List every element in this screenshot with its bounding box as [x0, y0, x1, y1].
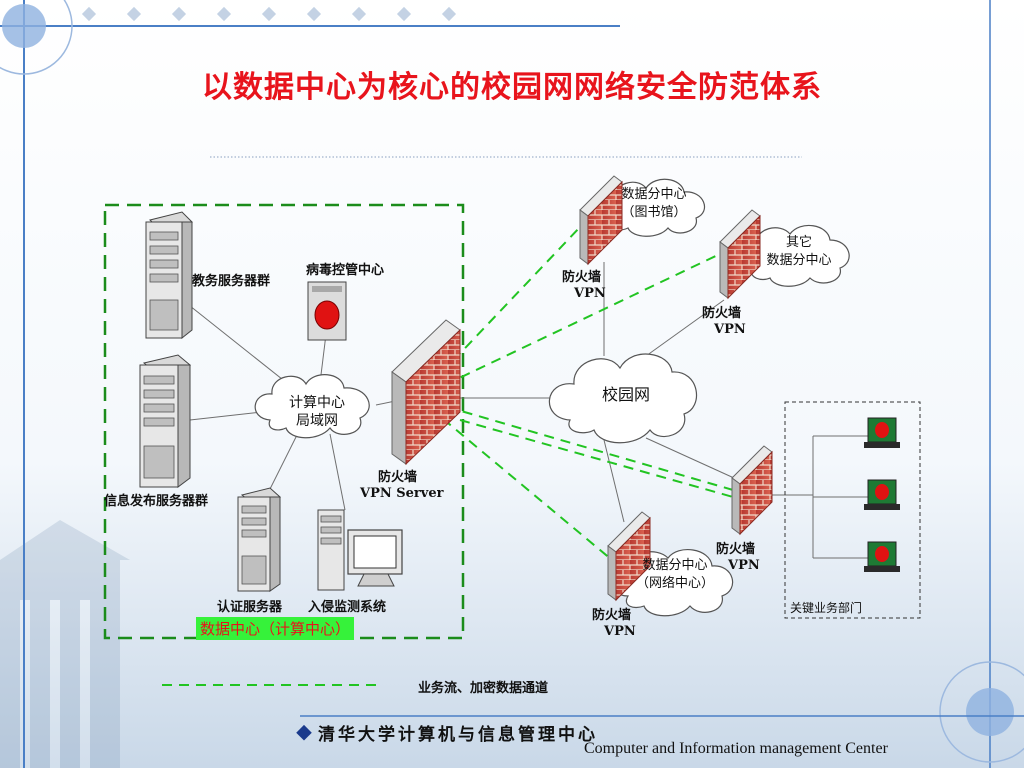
library-firewall-icon — [579, 175, 623, 266]
auth-server-icon — [237, 487, 282, 592]
ids-computer-icon — [317, 509, 403, 591]
main-firewall-label: 防火墙 — [378, 470, 418, 485]
ids-label: 入侵监测系统 — [308, 600, 387, 615]
network-center-label: 数据分中心 （网络中心） — [635, 558, 714, 591]
library-center-label: 数据分中心 （图书馆） — [621, 187, 687, 220]
key-dept-firewall-label: 防火墙 — [716, 542, 756, 557]
auth-server-label: 认证服务器 — [217, 600, 283, 615]
terminal-icon — [864, 479, 900, 510]
terminal-icon — [864, 417, 900, 448]
network-center-firewall-icon — [607, 511, 651, 602]
network-firewall-label: 防火墙 — [592, 608, 632, 623]
info-publish-server-label: 信息发布服务器群 — [104, 494, 209, 509]
key-dept-vpn-label: VPN — [728, 558, 760, 573]
main-firewall-icon — [391, 319, 461, 466]
campus-network-label: 校园网 — [601, 385, 650, 404]
lan-cloud-icon — [254, 374, 370, 439]
library-vpn-label: VPN — [574, 286, 606, 301]
terminal-icon — [864, 541, 900, 572]
slide-title: 以数据中心为核心的校园网网络安全防范体系 — [202, 70, 822, 105]
footer-diamond-icon — [296, 724, 312, 741]
lan-cloud-label: 计算中心 局域网 — [289, 395, 345, 429]
other-center-label: 其它 数据分中心 — [766, 235, 832, 268]
other-firewall-label: 防火墙 — [702, 306, 742, 321]
network-vpn-label: VPN — [604, 624, 636, 639]
antivirus-appliance-icon — [307, 281, 347, 341]
academic-server-label: 教务服务器群 — [192, 274, 271, 289]
corner-circle-icon — [2, 4, 46, 48]
data-center-label: 数据中心（计算中心） — [196, 617, 355, 640]
key-dept-firewall-icon — [731, 445, 773, 536]
footer-org-en: Computer and Information management Cent… — [584, 740, 888, 757]
legend-label: 业务流、加密数据通道 — [418, 681, 549, 696]
footer-org-cn: 清华大学计算机与信息管理中心 — [318, 725, 598, 745]
main-firewall-vpn-label: VPN Server — [360, 486, 444, 501]
encrypted-channel-lines — [162, 224, 734, 686]
other-firewall-icon — [719, 209, 761, 300]
info-publish-server-icon — [139, 354, 192, 488]
campus-cloud-icon — [548, 353, 698, 444]
antivirus-center-label: 病毒控管中心 — [306, 263, 385, 278]
academic-server-icon — [145, 211, 193, 340]
library-firewall-label: 防火墙 — [562, 270, 602, 285]
key-dept-label: 关键业务部门 — [790, 601, 863, 615]
corner-circle-icon-br — [966, 688, 1014, 736]
other-vpn-label: VPN — [714, 322, 746, 337]
